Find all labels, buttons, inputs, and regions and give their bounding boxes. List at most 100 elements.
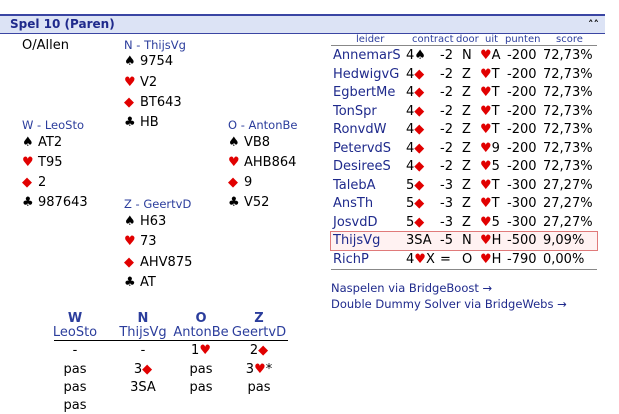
result-declarer: Z [462, 66, 471, 82]
heart-icon: ♥ [228, 155, 240, 170]
result-score: 72,73% [543, 103, 593, 119]
spade-icon: ♠ [414, 48, 426, 63]
bidding-seat-letter: N [137, 311, 149, 326]
result-leader-name[interactable]: HedwigvG [333, 66, 400, 82]
double-dummy-solver-link[interactable]: Double Dummy Solver via BridgeWebs → [331, 297, 567, 311]
result-points: -300 [507, 177, 537, 193]
result-lead: ♥T [480, 177, 500, 193]
result-score: 9,09% [543, 233, 585, 248]
bid-cell: 3◆ [133, 362, 153, 377]
result-lead: ♥9 [480, 140, 500, 156]
north-clubs: ♣HB [124, 115, 159, 130]
result-leader-name[interactable]: AnsTh [333, 196, 374, 211]
result-contract: 4◆ [406, 122, 425, 137]
naspelen-link[interactable]: Naspelen via BridgeBoost → [331, 281, 493, 295]
result-declarer: Z [462, 196, 471, 211]
result-lead: ♥T [480, 85, 500, 100]
bidding-seat-letter: W [67, 311, 83, 326]
heart-icon: ♥ [480, 196, 492, 211]
north-spades: ♠9754 [124, 54, 174, 69]
heart-icon: ♥ [124, 75, 136, 90]
result-points: -790 [507, 251, 537, 267]
result-leader-name[interactable]: RonvdW [333, 122, 387, 137]
spade-icon: ♠ [22, 135, 34, 150]
diamond-icon: ◆ [414, 140, 425, 156]
diamond-icon: ◆ [414, 196, 425, 211]
bidding-seat-letter: Z [254, 311, 264, 326]
heart-icon: ♥ [480, 122, 492, 137]
result-leader-name[interactable]: TonSpr [333, 103, 377, 119]
club-icon: ♣ [22, 195, 34, 210]
diamond-icon: ◆ [228, 175, 238, 190]
col-header-uit: uit [485, 34, 499, 45]
east-hearts: ♥AHB864 [228, 155, 297, 170]
north-diamonds: ◆BT643 [124, 95, 182, 110]
result-points: -200 [507, 140, 537, 156]
result-score: 27,27% [543, 214, 593, 230]
west-hearts: ♥T95 [22, 155, 63, 170]
west-diamonds: ◆2 [22, 175, 47, 190]
east-clubs: ♣V52 [228, 195, 270, 210]
north-hearts: ♥V2 [124, 75, 158, 90]
south-player: Z - GeertvD [124, 197, 192, 211]
result-leader-name[interactable]: TalebA [333, 177, 376, 193]
double-chevron-up-icon[interactable]: ˄˄ [588, 18, 599, 31]
diamond-icon: ◆ [124, 95, 134, 110]
bidding-divider [54, 340, 288, 341]
result-contract: 4♥X [406, 251, 435, 267]
result-declarer: O [462, 251, 473, 267]
result-score: 72,73% [543, 66, 593, 82]
result-score: 72,73% [543, 122, 593, 137]
result-score: 72,73% [543, 48, 593, 63]
bid-cell: 2◆ [249, 343, 269, 358]
heart-icon: ♥ [480, 214, 492, 230]
result-leader-name[interactable]: DesireeS [333, 159, 391, 174]
result-leader-name[interactable]: EgbertMe [333, 85, 396, 100]
result-leader-name[interactable]: ThijsVg [333, 233, 381, 248]
diamond-icon: ◆ [124, 255, 134, 270]
result-leader-name[interactable]: PetervdS [333, 140, 392, 156]
result-declarer: Z [462, 177, 471, 193]
club-icon: ♣ [124, 275, 136, 290]
bidding-seat-player: ThijsVg [119, 325, 167, 340]
result-contract: 4◆ [406, 66, 425, 82]
result-tricks: -2 [440, 122, 453, 137]
east-player: O - AntonBe [228, 118, 298, 132]
heart-icon: ♥ [480, 233, 492, 248]
result-contract: 4◆ [406, 140, 425, 156]
result-lead: ♥A [480, 48, 501, 63]
heart-icon: ♥ [480, 85, 492, 100]
diamond-icon: ◆ [22, 175, 32, 190]
result-leader-name[interactable]: JosvdD [333, 214, 378, 230]
bidding-seat-player: LeoSto [52, 325, 98, 340]
result-leader-name[interactable]: AnnemarS [333, 48, 401, 63]
result-declarer: Z [462, 140, 471, 156]
heart-icon: ♥ [480, 251, 492, 267]
result-leader-name[interactable]: RichP [333, 251, 369, 267]
spade-icon: ♠ [124, 214, 136, 229]
result-lead: ♥H [480, 251, 502, 267]
result-contract: 4◆ [406, 159, 425, 174]
heart-icon: ♥ [480, 66, 492, 82]
result-score: 27,27% [543, 196, 593, 211]
result-tricks: -3 [440, 177, 453, 193]
result-tricks: -2 [440, 140, 453, 156]
col-header-contract: contract [412, 34, 454, 45]
bid-cell: pas [63, 380, 87, 395]
result-lead: ♥H [480, 233, 502, 248]
bid-cell: 3♥* [245, 362, 273, 377]
diamond-icon: ◆ [258, 343, 269, 358]
result-contract: 4◆ [406, 85, 425, 100]
